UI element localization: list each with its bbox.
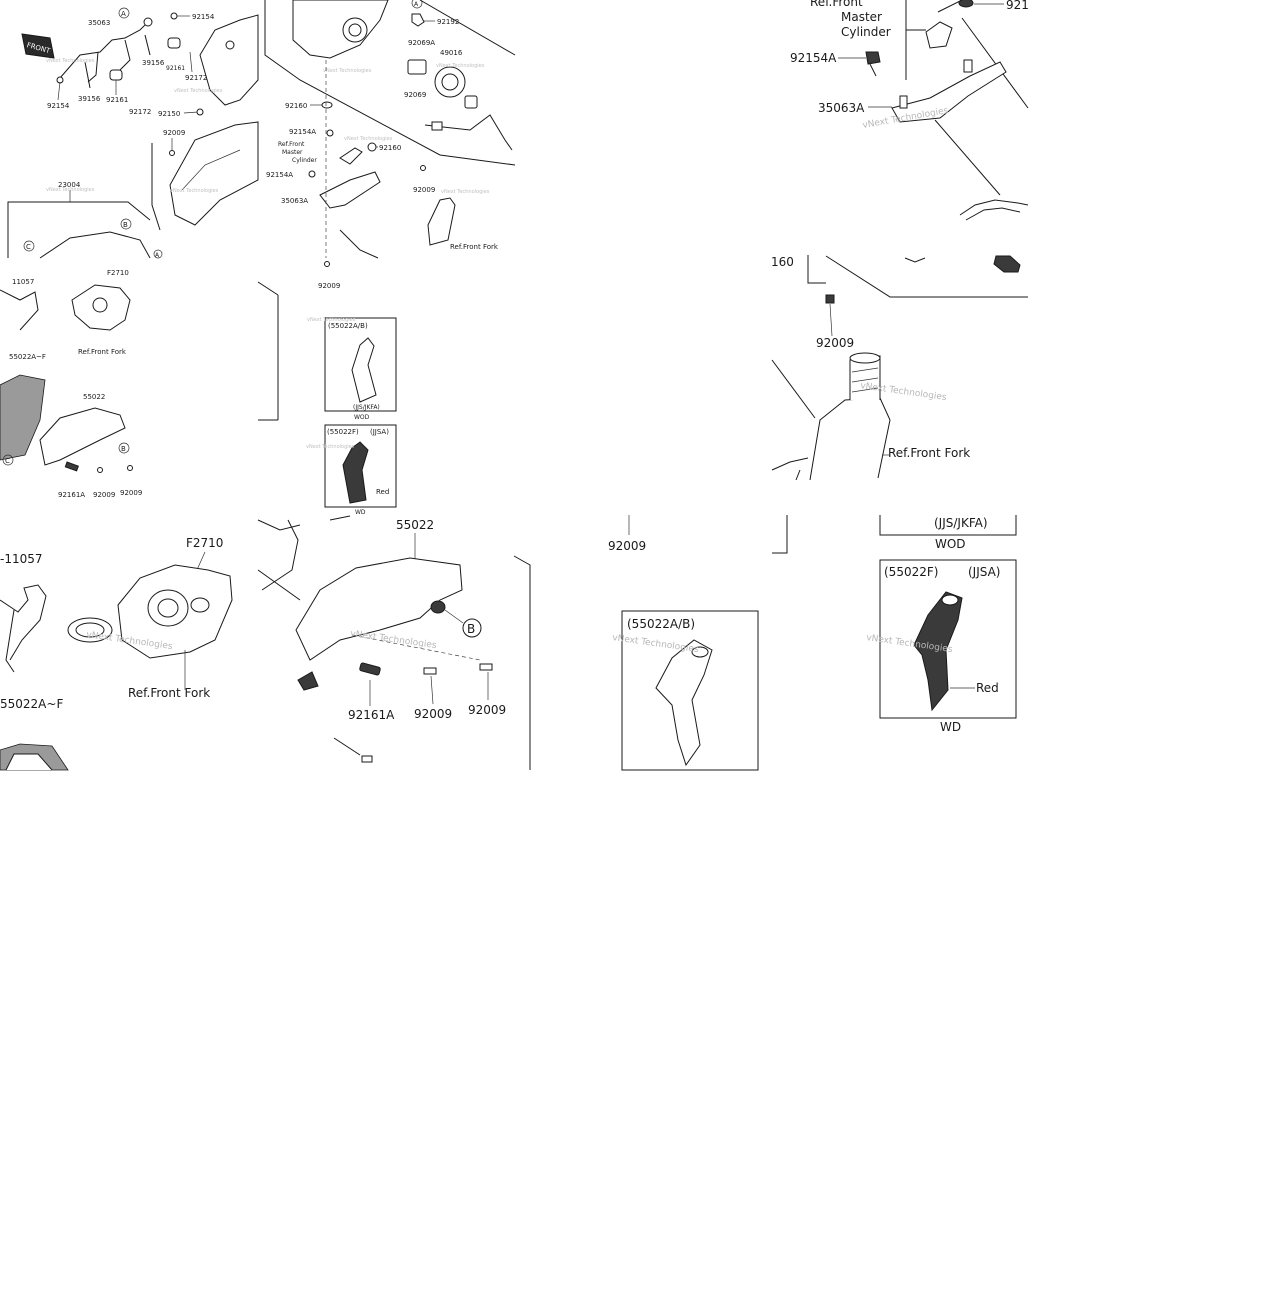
ref-front-fork-small-2: Ref.Front Fork <box>78 348 127 356</box>
callout-a-2: A <box>155 252 160 259</box>
watermark-s1: vNext Technologies <box>46 58 95 64</box>
zoom-handlebar-panel: -11057 F2710 Ref.Front Fork 55022A~F <box>0 536 233 771</box>
label-92009-b: 92009 <box>413 186 435 194</box>
label-92161: 92161 <box>166 65 185 72</box>
label-49016: 49016 <box>440 49 463 57</box>
zoom-cowl-panel: 55022 B 92161A 92009 92009 <box>257 515 531 770</box>
watermark-s2: vNext Technologies <box>174 88 223 94</box>
label-92009-cowl-b: 92009 <box>468 703 506 717</box>
label-92172-b: 92172 <box>129 108 151 116</box>
callout-b-zoom: B <box>467 622 475 636</box>
variant-box2-variant: (JJSA) <box>968 565 1001 579</box>
label-92150: 92150 <box>158 110 180 118</box>
watermark-s3: vNext Technologies <box>46 187 95 193</box>
label-92009-small-b: 92009 <box>120 489 142 497</box>
small-box2-red: Red <box>376 488 389 496</box>
label-92161-b: 92161 <box>106 96 128 104</box>
callout-b: B <box>123 221 128 229</box>
label-39156-b: 39156 <box>78 95 101 103</box>
label-92009-cowl-a: 92009 <box>414 707 452 721</box>
label-92009-small-a: 92009 <box>93 491 115 499</box>
ref-front-fork-small: Ref.Front Fork <box>450 243 499 251</box>
small-box1-variant: (JJS/JKFA) <box>353 404 380 411</box>
watermark-s10: vNext Technologies <box>306 444 355 450</box>
label-35063a-zoom: 35063A <box>818 101 865 115</box>
ref-front-fork-handlebar: Ref.Front Fork <box>128 686 210 700</box>
watermark-s7: vNext Technologies <box>344 136 393 142</box>
label-92161a: 92161A <box>348 708 395 722</box>
callout-c-small: C <box>5 457 10 465</box>
label-55022af-small: 55022A~F <box>9 353 46 361</box>
zoom-master-cylinder-panel: Ref.Front Master Cylinder 921 92154A 350… <box>771 0 1029 481</box>
label-55022: 55022 <box>396 518 434 532</box>
label-92154-b: 92154 <box>47 102 70 110</box>
callout-c: C <box>26 243 31 251</box>
label-92192: 92192 <box>437 18 459 26</box>
watermark-s6: vNext Technologies <box>436 63 485 69</box>
label-11057: -11057 <box>0 552 43 566</box>
label-160: 160 <box>771 255 794 269</box>
variant-box-55022ab <box>621 610 759 771</box>
variant-box2-code: (55022F) <box>884 565 938 579</box>
small-box1-color: WOD <box>354 414 370 421</box>
label-39156: 39156 <box>142 59 165 67</box>
label-92161a-small: 92161A <box>58 491 85 499</box>
label-23004: 23004 <box>58 181 81 189</box>
label-92154: 92154 <box>192 13 215 21</box>
label-55022-small: 55022 <box>83 393 105 401</box>
watermark-s8: vNext Technologies <box>441 189 490 195</box>
callout-b-small: B <box>121 445 126 453</box>
label-55022af: 55022A~F <box>0 697 63 711</box>
label-92069: 92069 <box>404 91 426 99</box>
watermarks-small: vNext Technologies vNext Technologies vN… <box>46 58 490 450</box>
label-f2710: F2710 <box>186 536 223 550</box>
label-92160: 92160 <box>285 102 307 110</box>
box-top-color: WOD <box>935 537 966 551</box>
label-92154a-zoom: 92154A <box>790 51 837 65</box>
label-11057-small: 11057 <box>12 278 34 286</box>
variant-box1-code: (55022A/B) <box>627 617 695 631</box>
label-f2710-small: F2710 <box>107 269 129 277</box>
label-921: 921 <box>1006 0 1029 12</box>
label-92009-a: 92009 <box>163 129 185 137</box>
callout-a: A <box>121 10 126 18</box>
small-box1-code: (55022A/B) <box>328 322 368 330</box>
label-35063: 35063 <box>88 19 110 27</box>
overview-center-panel: A 92192 92069A 49016 92069 92160 92154A … <box>264 0 516 259</box>
label-92009-c: 92009 <box>318 282 340 290</box>
callout-a-3: A <box>414 1 419 8</box>
zoom-variant-panel: 92009 (JJS/JKFA) WOD (55022A/B) (55022F)… <box>608 515 1017 771</box>
label-92069a: 92069A <box>408 39 435 47</box>
watermark-s9: vNext Technologies <box>307 317 356 323</box>
front-direction-tag: FRONT <box>21 33 55 59</box>
box-top-variant: (JJS/JKFA) <box>934 516 988 530</box>
label-92009-zoom: 92009 <box>816 336 854 350</box>
ref-front-fork-zoom: Ref.Front Fork <box>888 446 970 460</box>
ref-master-cylinder: Ref.Front Master Cylinder <box>810 0 891 39</box>
ref-master-cylinder-small: Ref.Front Master Cylinder <box>278 141 317 164</box>
watermark-4: vNext Technologies <box>350 629 438 651</box>
variant-box2-red: Red <box>976 681 999 695</box>
overview-mid-left-panel: 11057 F2710 Ref.Front Fork 55022A~F 5502… <box>0 261 397 516</box>
variant-box-55022f <box>879 559 1017 719</box>
label-92172: 92172 <box>185 74 207 82</box>
variant-box2-color: WD <box>940 720 961 734</box>
small-box2-code: (55022F) <box>327 428 359 436</box>
label-92009-variant: 92009 <box>608 539 646 553</box>
overview-left-panel: FRONT 35063 A 92154 39156 92161 92172 92… <box>7 7 259 259</box>
label-92154a-2: 92154A <box>266 171 293 179</box>
label-92160-b: 92160 <box>379 144 401 152</box>
watermark-s4: vNext Technologies <box>170 188 219 194</box>
watermark-s5: vNext Technologies <box>323 68 372 74</box>
label-92154a: 92154A <box>289 128 316 136</box>
watermark-5: vNext Technologies <box>612 633 700 655</box>
small-box2-color: WD <box>355 509 366 516</box>
small-box2-variant: (JJSA) <box>370 428 389 436</box>
label-35063a: 35063A <box>281 197 308 205</box>
